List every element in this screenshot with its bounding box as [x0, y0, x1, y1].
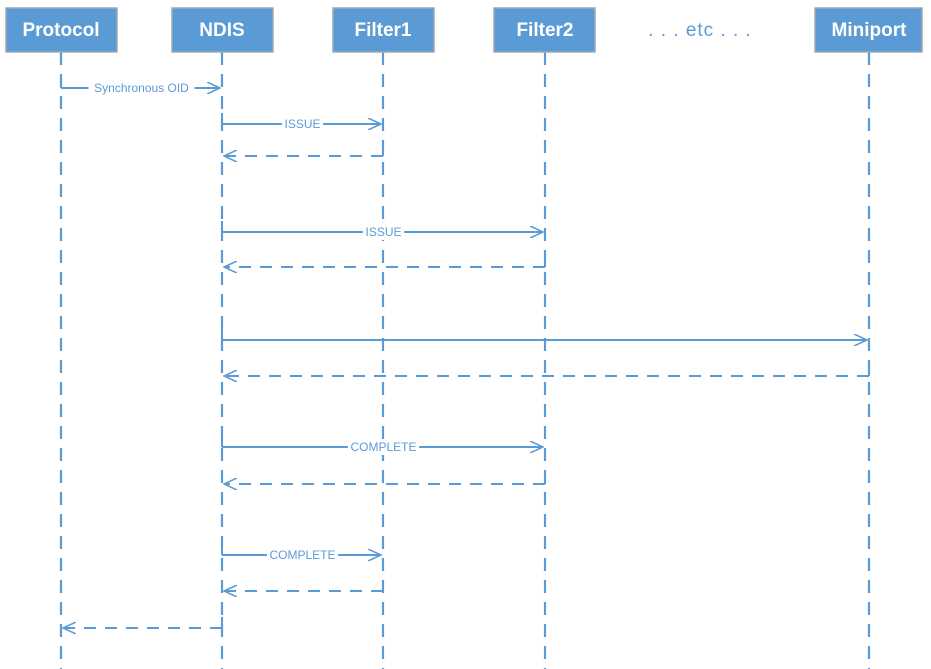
message-label-backdrop — [362, 224, 405, 240]
participant-label: Miniport — [832, 20, 908, 41]
participant-box-rect — [5, 7, 118, 53]
participant-box-rect — [332, 7, 435, 53]
participant-label: Protocol — [22, 20, 99, 41]
message-m2[interactable]: ISSUE — [221, 113, 381, 132]
message-m5[interactable] — [224, 256, 546, 267]
message-label: ISSUE — [365, 225, 401, 239]
message-label: COMPLETE — [350, 440, 416, 454]
participant-boxes-group: Protocol NDIS Filter1 Filter2 . . . etc . . … — [5, 7, 923, 53]
message-m7[interactable] — [224, 365, 870, 376]
message-m11[interactable] — [224, 580, 384, 591]
participant-box-rect — [814, 7, 923, 53]
participant-box-miniport[interactable]: Miniport — [814, 7, 923, 53]
participant-box-filter2[interactable]: Filter2 — [493, 7, 596, 53]
message-m9[interactable] — [224, 473, 546, 484]
message-label-backdrop — [347, 439, 420, 455]
message-m1[interactable]: Synchronous OID — [60, 77, 220, 96]
message-m6[interactable] — [221, 329, 867, 340]
participant-label: Filter2 — [516, 20, 573, 41]
message-m12[interactable] — [63, 617, 223, 628]
messages-group: Synchronous OID ISSUE ISSUE COMPLETE COMPLET… — [60, 77, 870, 628]
participant-label-etc: . . . etc . . . — [648, 20, 752, 41]
message-m10[interactable]: COMPLETE — [221, 544, 381, 563]
message-m3[interactable] — [224, 145, 384, 156]
message-label-backdrop — [281, 116, 324, 132]
participant-box-rect — [171, 7, 274, 53]
message-label-backdrop — [266, 547, 339, 563]
message-label-backdrop — [88, 80, 195, 96]
lifelines-group — [59, 52, 871, 669]
participant-label: NDIS — [199, 20, 244, 41]
message-m4[interactable]: ISSUE — [221, 221, 543, 240]
participant-label: Filter1 — [354, 20, 411, 41]
participant-box-ndis[interactable]: NDIS — [171, 7, 274, 53]
message-m8[interactable]: COMPLETE — [221, 436, 543, 455]
message-label: ISSUE — [284, 117, 320, 131]
participant-box-protocol[interactable]: Protocol — [5, 7, 118, 53]
participant-box-filter1[interactable]: Filter1 — [332, 7, 435, 53]
message-label: Synchronous OID — [94, 81, 189, 95]
message-label: COMPLETE — [269, 548, 335, 562]
participant-box-rect — [493, 7, 596, 53]
